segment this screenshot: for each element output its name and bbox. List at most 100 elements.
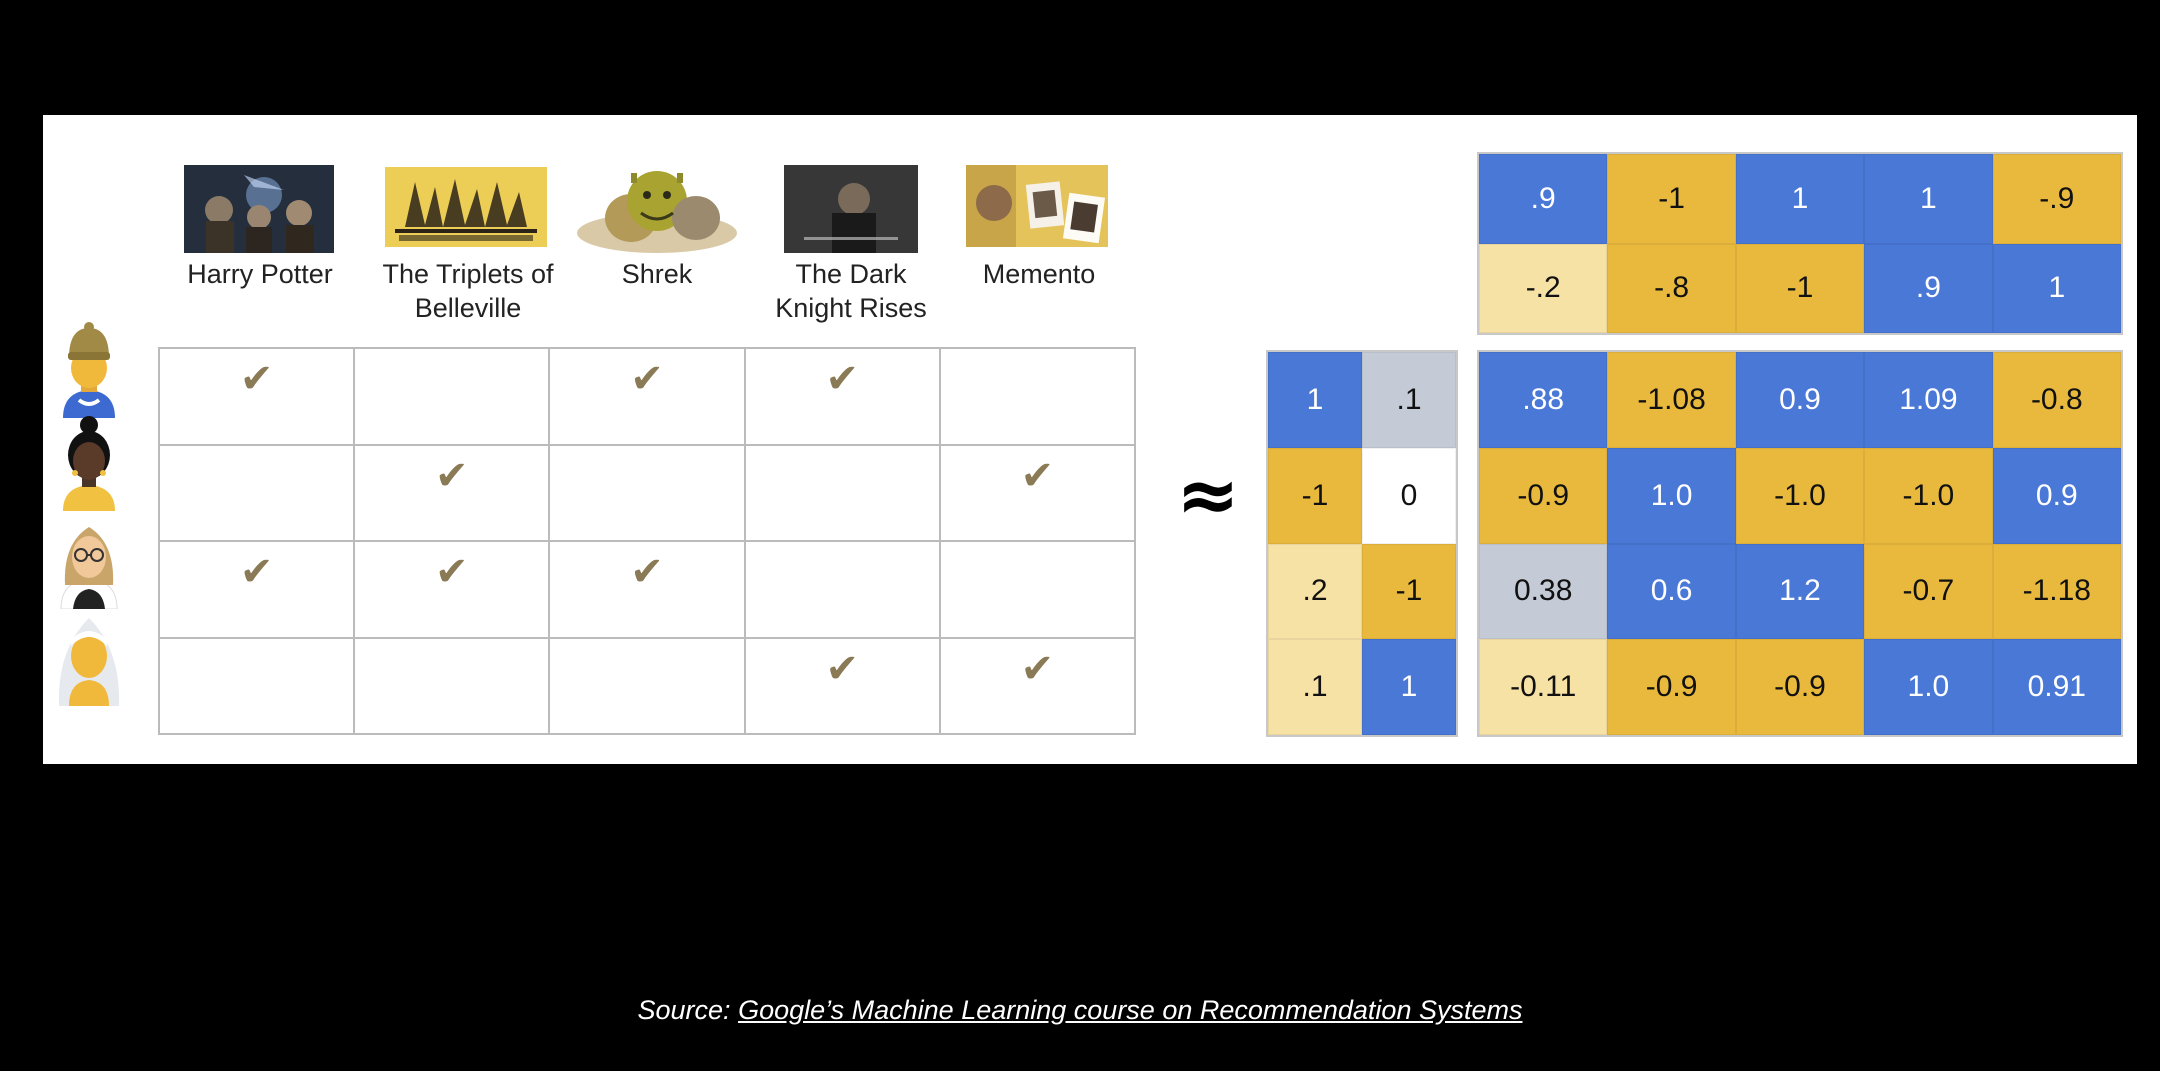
ratings-matrix: ✔ ✔ ✔ ✔ ✔ ✔ ✔ ✔ ✔ ✔ <box>158 347 1136 735</box>
rating-cell: ✔ <box>355 542 551 639</box>
product-cell: 0.91 <box>1992 639 2121 735</box>
rating-cell <box>160 445 356 542</box>
movie-title-triplets-of-belleville: The Triplets of Belleville <box>382 259 554 323</box>
user-embedding-cell: 1 <box>1362 639 1456 735</box>
user-beanie-icon <box>63 322 115 418</box>
item-embedding-cell: 1 <box>1735 154 1865 244</box>
product-cell: -0.11 <box>1479 639 1608 735</box>
rating-cell: ✔ <box>940 445 1136 542</box>
rating-cell <box>940 349 1136 446</box>
product-cell: -0.9 <box>1479 447 1608 544</box>
shrek-image <box>571 163 743 255</box>
rating-cell: ✔ <box>745 638 941 735</box>
product-cell: -1.0 <box>1864 447 1993 544</box>
check-icon: ✔ <box>435 549 469 595</box>
poster-triplets-of-belleville <box>385 167 547 247</box>
movie-title-shrek: Shrek <box>621 259 693 289</box>
product-cell: 0.6 <box>1607 543 1736 640</box>
user-avatar-1 <box>55 322 123 418</box>
check-icon: ✔ <box>239 356 274 402</box>
product-cell: 1.09 <box>1864 352 1993 448</box>
item-embedding-cell: -.2 <box>1479 243 1608 333</box>
rating-cell: ✔ <box>355 445 551 542</box>
rating-cell <box>745 445 941 542</box>
item-embedding-cell: .9 <box>1479 154 1608 244</box>
dark-knight-rises-image <box>784 165 918 253</box>
user-bun-hair-icon <box>63 416 115 511</box>
product-cell: 1.0 <box>1607 447 1736 544</box>
item-embedding-cell: .9 <box>1864 243 1993 333</box>
rating-cell: ✔ <box>745 349 941 446</box>
rating-cell <box>550 638 746 735</box>
movie-title-harry-potter: Harry Potter <box>187 259 333 289</box>
product-cell: 1.0 <box>1864 639 1993 735</box>
user-embedding-cell: -1 <box>1268 447 1362 544</box>
user-embedding-cell: .2 <box>1268 543 1362 640</box>
user-embedding-cell: -1 <box>1362 543 1456 640</box>
check-icon: ✔ <box>825 645 859 692</box>
user-embedding-cell: 0 <box>1362 447 1456 544</box>
check-icon: ✔ <box>825 356 859 402</box>
rating-cell: ✔ <box>160 542 356 639</box>
poster-harry-potter <box>184 165 334 253</box>
product-cell: 0.38 <box>1479 543 1608 640</box>
rating-cell <box>940 542 1136 639</box>
item-embedding-cell: -.8 <box>1607 243 1736 333</box>
item-embedding-cell: -1 <box>1735 243 1865 333</box>
user-embedding-cell: .1 <box>1362 352 1456 448</box>
check-icon: ✔ <box>1020 645 1055 692</box>
product-cell: -1.0 <box>1735 447 1865 544</box>
rating-cell: ✔ <box>550 349 746 446</box>
item-embedding-cell: 1 <box>1992 243 2121 333</box>
movie-title-memento: Memento <box>982 259 1096 289</box>
poster-dark-knight-rises <box>784 165 918 253</box>
poster-shrek <box>571 163 743 255</box>
approx-symbol: ≈ <box>1176 450 1240 539</box>
rating-cell <box>550 445 746 542</box>
product-cell: -1.18 <box>1992 543 2121 640</box>
diagram-panel: Harry Potter The Triplets of Belleville … <box>43 115 2137 764</box>
check-icon: ✔ <box>435 452 469 499</box>
item-embedding-cell: 1 <box>1864 154 1993 244</box>
caption-prefix: Source: <box>637 995 739 1025</box>
product-cell: 0.9 <box>1992 447 2121 544</box>
check-icon: ✔ <box>630 549 664 595</box>
harry-potter-image <box>184 165 334 253</box>
user-avatar-2 <box>55 415 123 511</box>
product-cell: -0.7 <box>1864 543 1993 640</box>
product-cell: 0.9 <box>1735 352 1865 448</box>
memento-image <box>966 165 1108 247</box>
source-link[interactable]: Google’s Machine Learning course on Reco… <box>738 995 1523 1025</box>
movie-title-dark-knight-rises: The Dark Knight Rises <box>775 259 927 323</box>
rating-cell <box>355 349 551 446</box>
source-caption: Source: Google’s Machine Learning course… <box>0 995 2160 1026</box>
product-cell: -1.08 <box>1607 352 1736 448</box>
product-cell: .88 <box>1479 352 1608 448</box>
item-embedding-cell: -.9 <box>1992 154 2121 244</box>
check-icon: ✔ <box>630 356 664 402</box>
user-glasses-icon <box>60 527 118 609</box>
check-icon: ✔ <box>1020 452 1055 499</box>
rating-cell: ✔ <box>550 542 746 639</box>
rating-cell: ✔ <box>940 638 1136 735</box>
product-cell: -0.9 <box>1735 639 1865 735</box>
product-cell: 1.2 <box>1735 543 1865 640</box>
user-white-hair-icon <box>58 618 120 706</box>
product-cell: -0.8 <box>1992 352 2121 448</box>
triplets-of-belleville-image <box>385 167 547 247</box>
rating-cell <box>355 638 551 735</box>
user-avatar-4 <box>55 610 123 706</box>
poster-memento <box>966 165 1108 247</box>
rating-cell <box>160 638 356 735</box>
rating-cell: ✔ <box>160 349 356 446</box>
rating-cell <box>745 542 941 639</box>
user-avatar-3 <box>55 513 123 609</box>
item-embedding-cell: -1 <box>1607 154 1736 244</box>
user-embedding-cell: 1 <box>1268 352 1362 448</box>
check-icon: ✔ <box>239 549 274 595</box>
user-embedding-cell: .1 <box>1268 639 1362 735</box>
product-cell: -0.9 <box>1607 639 1736 735</box>
